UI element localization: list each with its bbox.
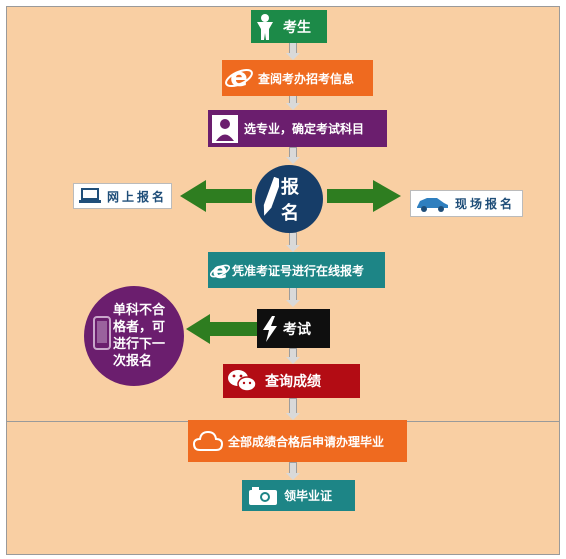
step-candidate: 考生 xyxy=(251,10,327,43)
ie-icon: e xyxy=(208,252,232,288)
option-label: 现场报名 xyxy=(455,197,516,211)
pencil-icon xyxy=(263,177,279,216)
arrow-down xyxy=(286,232,300,252)
arrow-down xyxy=(286,147,300,164)
step-exam: 考试 xyxy=(257,309,330,348)
laptop-icon xyxy=(79,188,101,203)
retake-label: 单科不合格者，可进行下一次报名 xyxy=(113,303,166,369)
step-label: 凭准考证号进行在线报考 xyxy=(232,263,365,278)
wechat-icon xyxy=(223,364,261,398)
arrow-down xyxy=(286,348,300,364)
step-label: 领毕业证 xyxy=(284,489,333,503)
arrow-left xyxy=(180,180,252,212)
step-label: 考试 xyxy=(283,321,311,338)
option-online-register: 网上报名 xyxy=(73,183,172,209)
register-label-1: 报 xyxy=(281,177,299,198)
step-label: 选专业，确定考试科目 xyxy=(244,122,365,136)
ie-icon: e xyxy=(222,60,256,96)
phone-icon xyxy=(93,316,111,350)
arrow-down xyxy=(286,42,300,60)
arrow-left xyxy=(186,314,259,344)
step-label: 查询成绩 xyxy=(265,374,321,390)
camera-icon xyxy=(242,480,284,511)
step-register: 报 名 xyxy=(255,165,323,233)
step-online-apply: e 凭准考证号进行在线报考 xyxy=(208,252,385,288)
person-icon xyxy=(251,10,279,43)
step-check-info: e 查阅考办招考信息 xyxy=(222,60,373,96)
step-label: 全部成绩合格后申请办理毕业 xyxy=(228,434,385,449)
car-icon xyxy=(417,197,448,212)
step-label: 查阅考办招考信息 xyxy=(258,71,355,86)
user-icon xyxy=(208,110,242,147)
step-check-scores: 查询成绩 xyxy=(223,364,360,398)
step-apply-graduation: 全部成绩合格后申请办理毕业 xyxy=(188,420,407,462)
cloud-icon xyxy=(188,420,228,462)
option-label: 网上报名 xyxy=(107,189,168,204)
arrow-down xyxy=(286,95,300,110)
lightning-icon xyxy=(257,309,283,348)
svg-text:e: e xyxy=(230,63,248,93)
arrow-right xyxy=(327,180,401,212)
arrow-down xyxy=(286,462,300,480)
step-get-certificate: 领毕业证 xyxy=(242,480,355,511)
arrow-down xyxy=(286,398,300,420)
retake-note: 单科不合格者，可进行下一次报名 xyxy=(84,286,184,386)
step-choose-major: 选专业，确定考试科目 xyxy=(208,110,387,147)
option-onsite-register: 现场报名 xyxy=(410,190,523,217)
step-label: 考生 xyxy=(283,19,311,36)
svg-text:e: e xyxy=(213,259,228,284)
register-label-2: 名 xyxy=(281,203,299,224)
arrow-down xyxy=(286,287,300,307)
